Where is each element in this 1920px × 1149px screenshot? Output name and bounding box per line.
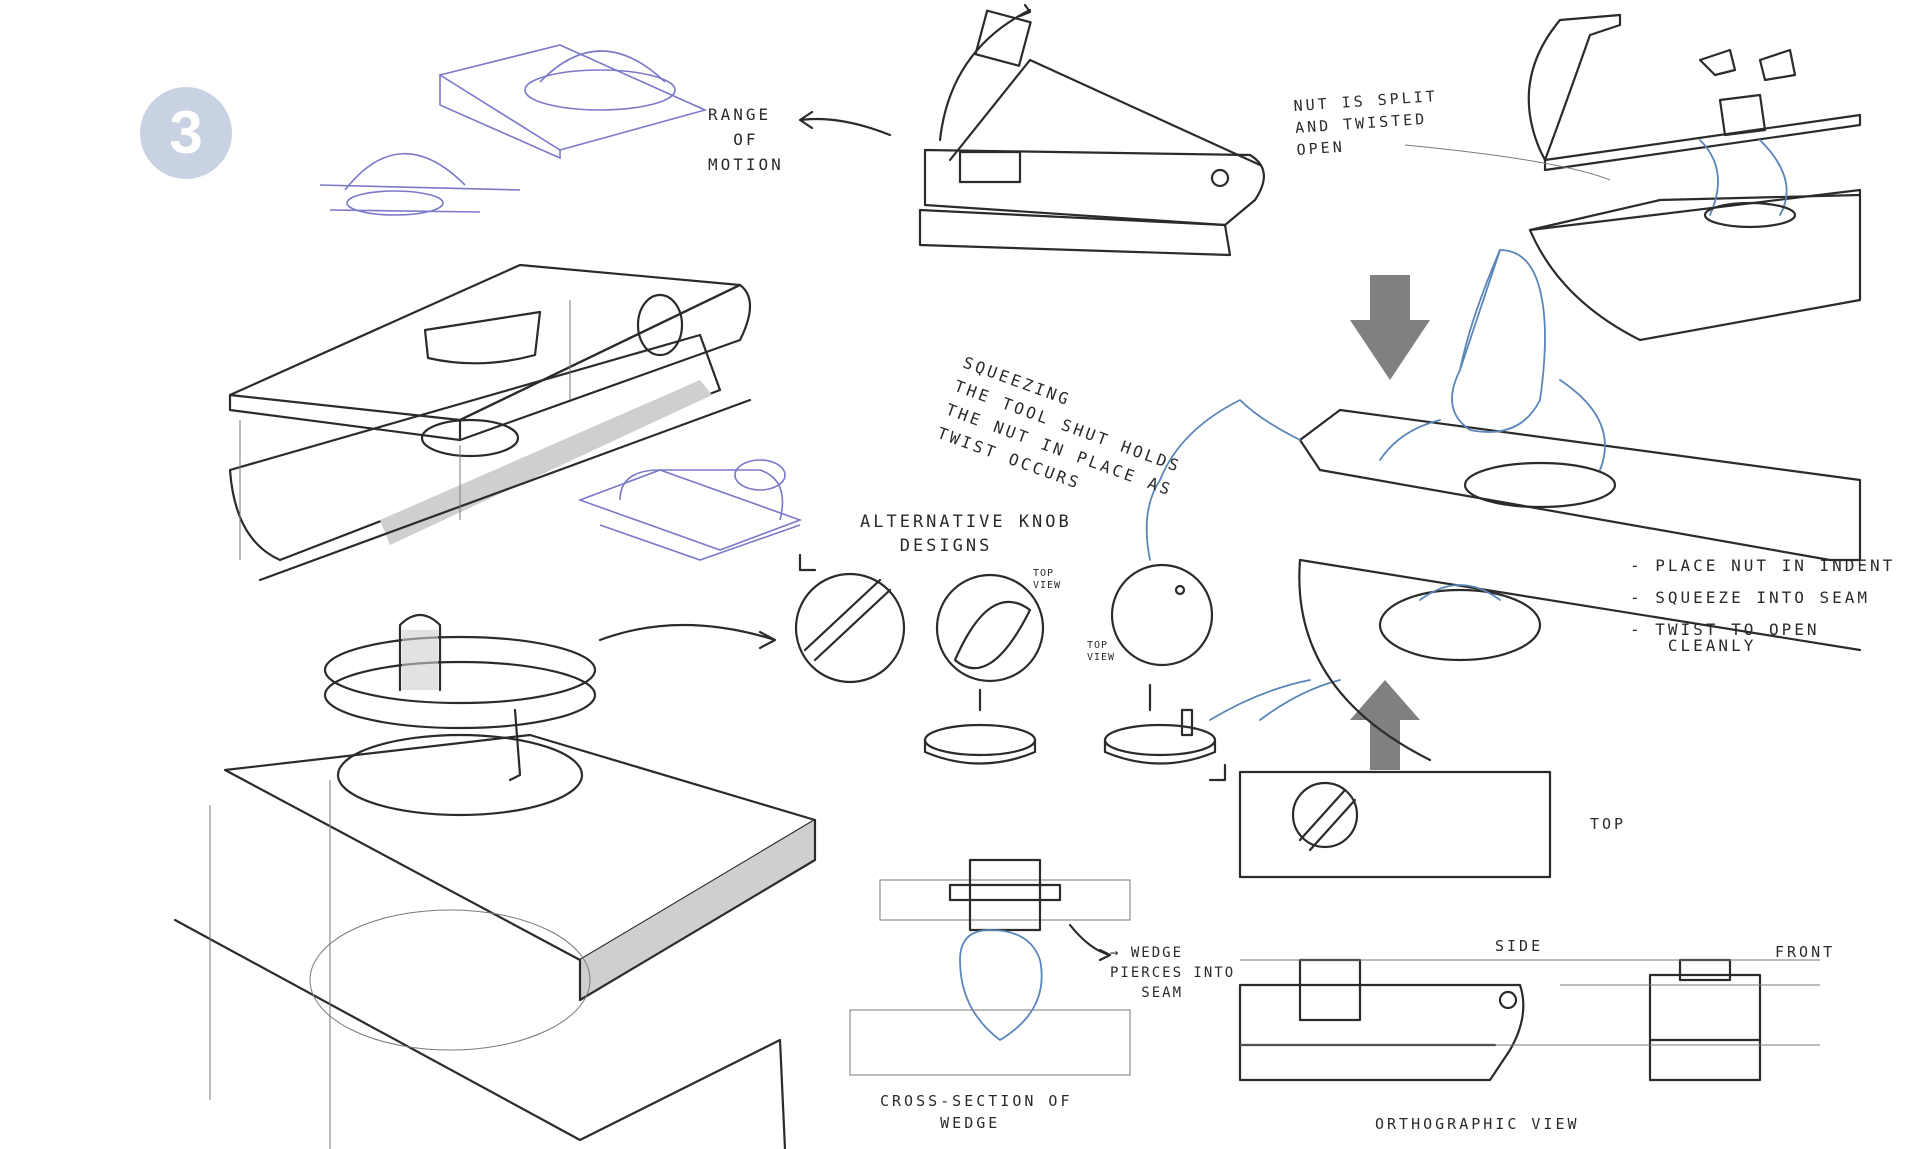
alternative-knob-title: ALTERNATIVE KNOB DESIGNS xyxy=(860,512,1072,556)
closed-tool-sketch xyxy=(228,263,752,582)
alternative-knobs xyxy=(794,553,1227,782)
nut-split-note: NUT IS SPLIT AND TWISTED OPEN xyxy=(1293,87,1439,159)
hand-squeeze-sketch xyxy=(1145,249,1862,762)
twist-sketch xyxy=(1404,13,1862,342)
violet-construction-sketch xyxy=(319,44,708,216)
top-view-label-2: TOP VIEW xyxy=(1087,640,1116,663)
steps-list: - PLACE NUT IN INDENT - SQUEEZE INTO SEA… xyxy=(1630,556,1896,655)
range-of-motion-note: RANGE OF MOTION xyxy=(708,105,784,174)
pointer-arrow xyxy=(598,623,777,650)
orthographic-top-label: TOP xyxy=(1590,815,1627,833)
squeeze-arrows xyxy=(1350,275,1430,770)
step-number-badge: 3 xyxy=(140,87,232,179)
orthographic-front-label: FRONT xyxy=(1775,943,1836,961)
top-view-label-1: TOP VIEW xyxy=(1033,568,1062,591)
violet-knob-sketch xyxy=(577,459,803,561)
wedge-note: → WEDGE PIERCES INTO SEAM xyxy=(1110,945,1236,1001)
orthographic-views xyxy=(1238,770,1820,1082)
knob-base-sketch xyxy=(173,613,817,1149)
range-of-motion-sketch xyxy=(798,3,1265,257)
orthographic-side-label: SIDE xyxy=(1495,937,1544,955)
cross-section-caption: CROSS-SECTION OF WEDGE xyxy=(880,1092,1073,1132)
wedge-cross-section xyxy=(849,858,1131,1076)
orthographic-caption: ORTHOGRAPHIC VIEW xyxy=(1375,1115,1580,1133)
